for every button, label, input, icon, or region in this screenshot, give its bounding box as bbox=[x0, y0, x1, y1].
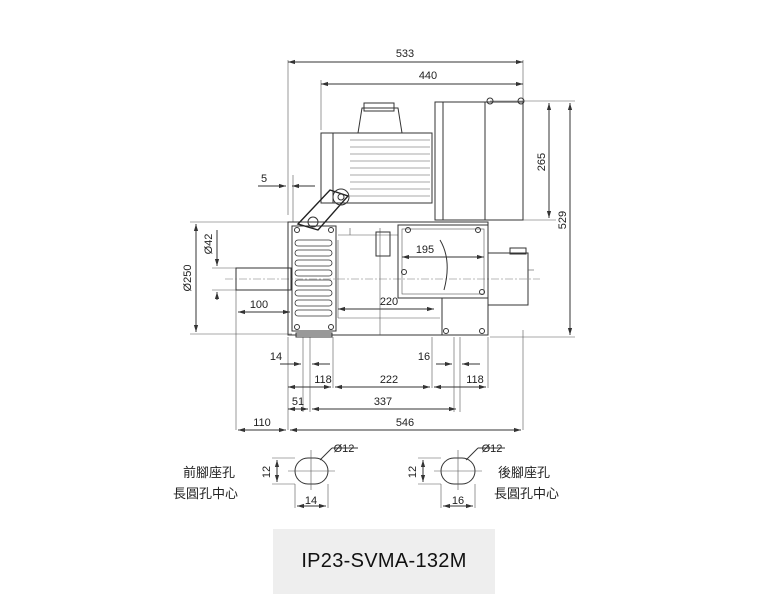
lifting-arm bbox=[296, 189, 350, 231]
bottom-dimension-lines bbox=[238, 330, 524, 433]
dim-51: 51 bbox=[292, 396, 304, 408]
dim-100: 100 bbox=[250, 299, 268, 311]
dim-16: 16 bbox=[418, 351, 430, 363]
fan-housing bbox=[434, 101, 524, 221]
dim-440: 440 bbox=[419, 70, 437, 82]
front-slot-detail bbox=[272, 447, 358, 509]
model-name: IP23-SVMA-132M bbox=[301, 550, 467, 572]
rear-slot-detail bbox=[418, 447, 505, 509]
dim-533: 533 bbox=[396, 48, 414, 60]
dim-front-slot-dia: Ø12 bbox=[334, 443, 355, 455]
dim-rear-slot-dia: Ø12 bbox=[482, 443, 503, 455]
dim-529: 529 bbox=[557, 211, 569, 229]
cooling-slots bbox=[294, 239, 333, 317]
rear-block bbox=[487, 252, 529, 306]
top-dimension-lines bbox=[258, 59, 575, 338]
model-badge: IP23-SVMA-132M bbox=[273, 529, 495, 594]
dim-195: 195 bbox=[416, 244, 434, 256]
front-slot-label-line2: 長圓孔中心 bbox=[173, 486, 238, 501]
dim-118-left: 118 bbox=[314, 374, 332, 386]
terminal-box bbox=[397, 224, 489, 299]
dim-front-slot-height: 12 bbox=[261, 466, 273, 478]
dim-front-slot-width: 14 bbox=[305, 495, 317, 507]
dim-250: Ø250 bbox=[182, 265, 194, 292]
left-dimension-lines bbox=[190, 221, 484, 430]
motor-body bbox=[225, 97, 540, 338]
dim-14: 14 bbox=[270, 351, 282, 363]
dim-42: Ø42 bbox=[203, 234, 215, 255]
dim-118-right: 118 bbox=[466, 374, 484, 386]
foot-box bbox=[441, 297, 489, 336]
dim-546: 546 bbox=[396, 417, 414, 429]
dim-5: 5 bbox=[261, 173, 267, 185]
rear-slot-label-line2: 長圓孔中心 bbox=[494, 486, 559, 501]
dim-110: 110 bbox=[253, 417, 271, 429]
dim-220: 220 bbox=[380, 296, 398, 308]
front-slot-label-line1: 前腳座孔 bbox=[183, 465, 235, 480]
dim-rear-slot-height: 12 bbox=[407, 466, 419, 478]
dim-337: 337 bbox=[374, 396, 392, 408]
dim-rear-slot-width: 16 bbox=[452, 495, 464, 507]
rear-slot-label-line1: 後腳座孔 bbox=[498, 465, 550, 480]
dim-265: 265 bbox=[536, 153, 548, 171]
dim-222: 222 bbox=[380, 374, 398, 386]
